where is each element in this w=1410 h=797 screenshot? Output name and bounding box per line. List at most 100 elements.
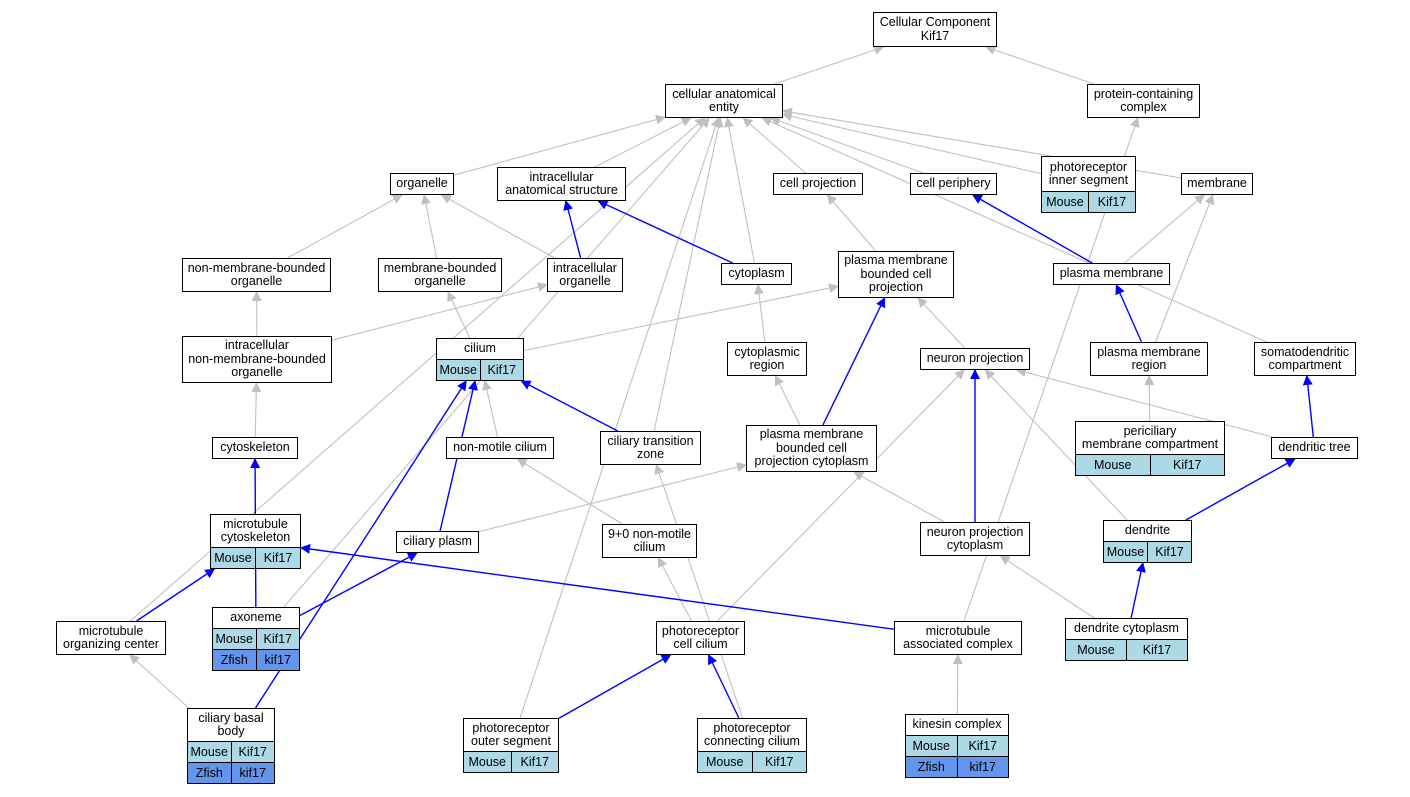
annotation-species: Mouse: [1046, 195, 1084, 209]
go-term-label: intracellular anatomical structure: [505, 169, 618, 197]
go-term-npc[interactable]: neuron projection cytoplasm: [920, 522, 1030, 556]
edge-is-a-pcc-to-cc: [985, 45, 1095, 85]
edge-part-of-pccil-to-pcilium: [708, 654, 740, 719]
annotation-species: Zfish: [220, 653, 248, 667]
go-term-mac[interactable]: microtubule associated complex: [894, 621, 1022, 655]
go-term-label: microtubule cytoskeleton: [220, 516, 291, 544]
go-term-cytreg[interactable]: cytoplasmic region: [727, 342, 807, 376]
go-term-label: non-membrane-bounded organelle: [187, 260, 326, 288]
go-term-pcilium[interactable]: photoreceptor cell cilium: [656, 621, 745, 655]
go-term-label: cellular anatomical entity: [672, 86, 776, 114]
edge-is-a-cyto-to-cae: [723, 117, 755, 264]
go-term-inmbo[interactable]: intracellular non-membrane-bounded organ…: [182, 336, 332, 383]
edge-is-a-dend-to-nproj: [984, 369, 1128, 521]
go-term-label: somatodendritic compartment: [1260, 344, 1350, 372]
go-term-label: organelle: [396, 176, 448, 191]
annotation-gene: Kif17: [255, 548, 300, 568]
go-term-cytsk[interactable]: cytoskeleton: [212, 437, 298, 459]
go-term-label: periciliary membrane compartment: [1081, 423, 1219, 451]
go-term-cproj[interactable]: cell projection: [773, 173, 863, 195]
edge-part-of-pmreg-to-pm: [1115, 284, 1143, 343]
annotation-species: Mouse: [1077, 643, 1115, 657]
go-term-label: cytoskeleton: [220, 440, 290, 455]
go-term-org[interactable]: organelle: [390, 173, 454, 195]
edge-is-a-cytsk-to-inmbo: [251, 382, 262, 438]
go-term-label: plasma membrane bounded cell projection …: [754, 427, 869, 469]
go-term-nproj[interactable]: neuron projection: [920, 348, 1030, 370]
go-term-label: cytoplasmic region: [734, 344, 800, 372]
go-term-dtree[interactable]: dendritic tree: [1271, 437, 1358, 459]
go-term-label: ciliary plasm: [403, 534, 472, 549]
go-term-pmbcp[interactable]: plasma membrane bounded cell projection: [838, 251, 954, 298]
annotation-species: Mouse: [468, 755, 507, 769]
go-term-label: intracellular organelle: [553, 260, 617, 288]
annotation-gene: Kif17: [230, 742, 275, 762]
edge-is-a-nproj-to-pmbcp: [917, 297, 966, 349]
go-term-label: dendritic tree: [1278, 440, 1351, 455]
edge-is-a-pos-to-cae: [519, 117, 721, 719]
go-term-ias[interactable]: intracellular anatomical structure: [497, 167, 626, 201]
go-term-mbo[interactable]: membrane-bounded organelle: [378, 258, 502, 292]
edge-is-a-cproj-to-cae: [742, 117, 806, 174]
annotation-gene: Kif17: [1149, 455, 1225, 475]
go-term-sdc[interactable]: somatodendritic compartment: [1254, 342, 1356, 376]
go-term-label: photoreceptor connecting cilium: [704, 720, 800, 748]
go-term-pmreg[interactable]: plasma membrane region: [1090, 342, 1208, 376]
annotation-species: Mouse: [705, 755, 744, 769]
edge-is-a-npc-to-pmbcpc: [853, 471, 945, 523]
go-term-label: cilium: [464, 341, 496, 356]
annotation-species: Mouse: [1093, 458, 1132, 472]
go-term-cyto[interactable]: cytoplasm: [721, 263, 792, 285]
go-term-mem[interactable]: membrane: [1181, 173, 1253, 195]
go-term-nmbo[interactable]: non-membrane-bounded organelle: [182, 258, 331, 292]
go-term-mtoc[interactable]: microtubule organizing center: [56, 621, 166, 655]
go-term-cper[interactable]: cell periphery: [910, 173, 997, 195]
go-term-label: plasma membrane bounded cell projection: [844, 253, 948, 295]
go-term-label: cell projection: [779, 176, 857, 191]
edge-is-a-dcyto-to-npc: [999, 555, 1095, 619]
go-term-cae[interactable]: cellular anatomical entity: [665, 84, 783, 118]
annotation-row: Mouse Kif17: [1076, 454, 1224, 475]
edge-part-of-cyto-to-ias: [597, 200, 733, 264]
annotation-species: Mouse: [912, 739, 951, 753]
annotation-species: Zfish: [917, 760, 945, 774]
go-term-cplasm[interactable]: ciliary plasm: [396, 531, 479, 553]
edge-is-a-pmbcp-to-cproj: [826, 194, 877, 252]
annotation-gene: Kif17: [255, 629, 300, 649]
go-term-pcc[interactable]: protein-containing complex: [1087, 84, 1200, 118]
go-term-label: protein-containing complex: [1093, 86, 1194, 114]
go-term-pmbcpc[interactable]: plasma membrane bounded cell projection …: [746, 425, 877, 472]
edge-is-a-io-to-org: [440, 194, 555, 259]
annotation-gene: kif17: [956, 757, 1009, 777]
annotation-species: Mouse: [439, 363, 478, 377]
edge-part-of-mtoc-to-mtcsk: [136, 568, 216, 622]
edge-part-of-ctz-to-cil: [520, 380, 619, 432]
annotation-gene: kif17: [230, 763, 275, 783]
annotation-species: Mouse: [215, 632, 254, 646]
go-term-cc[interactable]: Cellular Component Kif17: [873, 12, 997, 47]
go-term-nmc[interactable]: non-motile cilium: [446, 437, 554, 459]
edge-is-a-cplasm-to-pmbcpc: [478, 462, 747, 533]
go-term-ctz[interactable]: ciliary transition zone: [600, 431, 701, 465]
go-term-io[interactable]: intracellular organelle: [547, 258, 623, 292]
go-term-label: ciliary basal body: [198, 710, 264, 738]
go-term-pm[interactable]: plasma membrane: [1053, 263, 1170, 285]
go-term-nmc90[interactable]: 9+0 non-motile cilium: [602, 524, 697, 558]
